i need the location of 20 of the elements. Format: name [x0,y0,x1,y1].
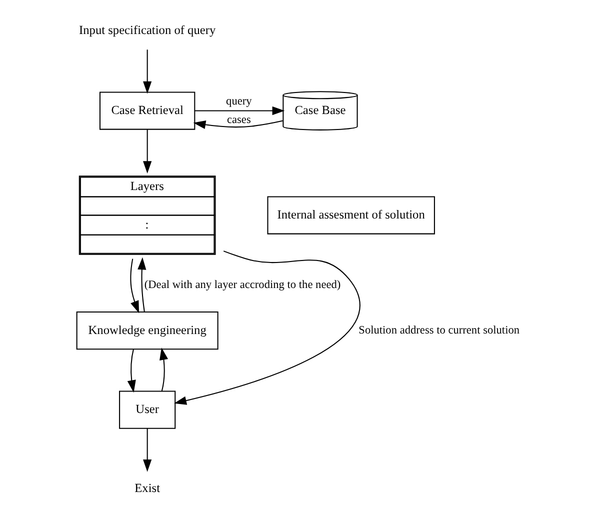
edge-label: Solution address to current solution [358,324,520,336]
arrow [130,258,140,314]
arrow [138,257,146,312]
edge-label: cases [226,114,251,126]
arrow [143,428,152,472]
node-box: User [119,390,176,429]
node-text: Input specification of query [79,23,216,38]
arrow [143,130,152,174]
arrow [160,348,168,392]
node-box: Knowledge engineering [76,312,218,350]
edge-label: (Deal with any layer accroding to the need) [144,279,341,292]
arrow [143,50,152,94]
node-text: Exist [134,481,160,496]
node-box: Case Retrieval [99,92,196,130]
arrow [193,120,283,130]
node-box: Internal assesment of solution [267,196,435,234]
arrow [195,106,285,116]
edge-label: query [226,95,252,108]
arrow [127,348,136,393]
arrow [174,250,360,405]
